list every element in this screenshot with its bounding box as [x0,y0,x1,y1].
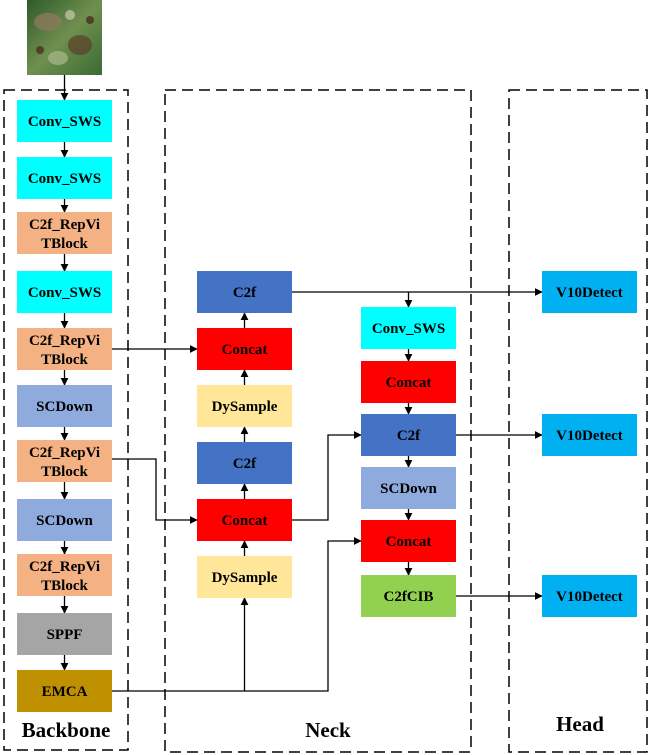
arrow-emca-to-right-concat [244,537,362,692]
neck-right-2-concat: Concat [361,361,456,403]
neck-right-3-c2f: C2f [361,414,456,456]
neck-left-1-c2f: C2f [197,271,292,313]
backbone-block-6-scdown-label: SCDown [36,399,93,415]
neck-left-5-concat-label: Concat [222,513,268,529]
neck-right-6-c2fcib-box [361,575,456,617]
neck-right-1-conv-sws-box [361,307,456,349]
backbone-block-3-c2f-repvi-box [17,212,112,254]
neck-right-4-scdown-box [361,467,456,509]
neck-right-3-c2f-box [361,414,456,456]
backbone-block-7-c2f-repvi-label-2: TBlock [41,464,88,480]
backbone-block-2-conv-sws-label: Conv_SWS [28,171,101,187]
neck-left-2-concat-label: Concat [222,342,268,358]
backbone-block-4-conv-sws: Conv_SWS [17,271,112,313]
neck-right-6-c2fcib: C2fCIB [361,575,456,617]
head-detect-2-label: V10Detect [556,428,623,444]
neck-left-5-concat-box [197,499,292,541]
backbone-block-7-c2f-repvi-label-1: C2f_RepVi [29,445,100,461]
backbone-block-5-c2f-repvi-box [17,328,112,370]
neck-right-1-conv-sws-label: Conv_SWS [372,321,445,337]
backbone-block-8-scdown-label: SCDown [36,513,93,529]
backbone-block-3-c2f-repvi-label-2: TBlock [41,236,88,252]
arrow-emca-to-dysample [112,597,249,692]
backbone-block-10-sppf-label: SPPF [47,627,83,643]
connectors [60,75,543,692]
backbone-block-11-emca-box [17,670,112,712]
head-frame [508,89,648,753]
backbone-block-8-scdown: SCDown [17,499,112,541]
neck-frame [164,89,472,753]
backbone-block-11-emca: EMCA [17,670,112,712]
neck-right-4-scdown: SCDown [361,467,456,509]
backbone-block-5-c2f-repvi-label-2: TBlock [41,352,88,368]
neck-left-3-dysample-label: DySample [212,399,278,415]
neck-left-3-dysample: DySample [197,385,292,427]
neck-left-4-c2f: C2f [197,442,292,484]
neck-left-6-dysample-label: DySample [212,570,278,586]
head-detect-3-label: V10Detect [556,589,623,605]
backbone-block-8-scdown-box [17,499,112,541]
neck-left-6-dysample-box [197,556,292,598]
arrow-backbone7-to-concat [112,458,198,524]
neck-right-5-concat-label: Concat [386,534,432,550]
backbone-block-1-conv-sws-box [17,100,112,142]
arrow-concat-to-right-c2f [292,431,362,521]
neck-left-2-concat: Concat [197,328,292,370]
neck-left-1-c2f-box [197,271,292,313]
leaf-image-icon [27,0,102,75]
backbone-frame [3,89,129,751]
neck-label: Neck [305,718,351,742]
head-detect-1-label: V10Detect [556,285,623,301]
head-detect-1: V10Detect [542,271,637,313]
neck-left-5-concat: Concat [197,499,292,541]
head-label: Head [556,712,604,736]
neck-left-6-dysample: DySample [197,556,292,598]
backbone-block-6-scdown-box [17,385,112,427]
neck-left-3-dysample-box [197,385,292,427]
backbone-block-9-c2f-repvi-label-2: TBlock [41,578,88,594]
backbone-block-2-conv-sws-box [17,157,112,199]
backbone-block-2-conv-sws: Conv_SWS [17,157,112,199]
neck-right-5-concat: Concat [361,520,456,562]
neck-left-2-concat-box [197,328,292,370]
head-detect-2-box [542,414,637,456]
head-detect-3-box [542,575,637,617]
backbone-block-7-c2f-repvi-box [17,440,112,482]
backbone-block-6-scdown: SCDown [17,385,112,427]
backbone-block-10-sppf: SPPF [17,613,112,655]
backbone-block-9-c2f-repvi-label-1: C2f_RepVi [29,559,100,575]
neck-left-1-c2f-label: C2f [233,285,257,301]
neck-right-1-conv-sws: Conv_SWS [361,307,456,349]
backbone-block-3-c2f-repvi-label-1: C2f_RepVi [29,217,100,233]
backbone-block-10-sppf-box [17,613,112,655]
head-detect-3: V10Detect [542,575,637,617]
backbone-block-1-conv-sws: Conv_SWS [17,100,112,142]
neck-right-6-c2fcib-label: C2fCIB [383,589,433,605]
backbone-block-1-conv-sws-label: Conv_SWS [28,114,101,130]
backbone-block-4-conv-sws-box [17,271,112,313]
backbone-block-4-conv-sws-label: Conv_SWS [28,285,101,301]
head-detect-1-box [542,271,637,313]
neck-right-4-scdown-label: SCDown [380,481,437,497]
backbone-block-9-c2f-repvi-box [17,554,112,596]
neck-left-4-c2f-box [197,442,292,484]
backbone-block-5-c2f-repvi-label-1: C2f_RepVi [29,333,100,349]
head-detect-2: V10Detect [542,414,637,456]
blocks: Conv_SWSConv_SWSC2f_RepViTBlockConv_SWSC… [17,100,637,712]
neck-right-2-concat-label: Concat [386,375,432,391]
neck-right-2-concat-box [361,361,456,403]
neck-right-5-concat-box [361,520,456,562]
neck-left-4-c2f-label: C2f [233,456,257,472]
backbone-block-11-emca-label: EMCA [42,684,88,700]
neck-right-3-c2f-label: C2f [397,428,421,444]
backbone-label: Backbone [22,718,111,742]
